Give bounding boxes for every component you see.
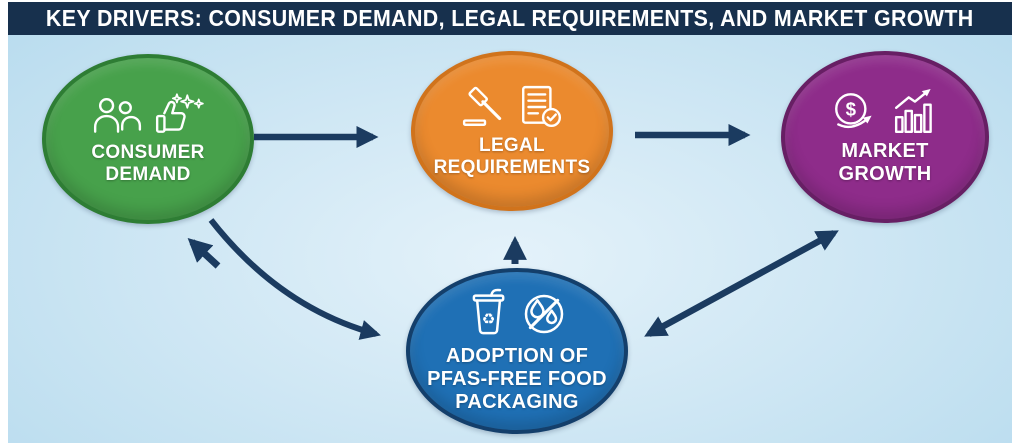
- legal-icons: [461, 84, 563, 130]
- svg-text:♻: ♻: [482, 310, 496, 328]
- arrow-packaging-market-bidirectional: [644, 230, 839, 337]
- cup-recycle-icon: ♻: [472, 289, 505, 335]
- arrow-packaging-to-consumer: [187, 237, 221, 269]
- node-market-growth: $ MARKET GROWTH: [781, 51, 989, 223]
- consumer-icons: [91, 93, 205, 137]
- legal-requirements-label: LEGAL REQUIREMENTS: [433, 134, 591, 178]
- document-check-icon: [522, 85, 562, 127]
- diagram-canvas: KEY DRIVERS: CONSUMER DEMAND, LEGAL REQU…: [8, 2, 1012, 443]
- no-pfas-icon: [524, 295, 564, 334]
- node-legal-requirements: LEGAL REQUIREMENTS: [411, 51, 613, 211]
- market-growth-label: MARKET GROWTH: [838, 139, 932, 185]
- arrow-consumer-to-packaging: [208, 218, 381, 340]
- svg-text:$: $: [846, 98, 857, 119]
- consumer-demand-label: CONSUMER DEMAND: [91, 141, 205, 185]
- node-pfas-free-packaging: ♻ ADOPTION OF PFAS-FREE FOOD PACKAGING: [406, 268, 628, 434]
- packaging-icons: ♻: [466, 288, 568, 340]
- title-bar: KEY DRIVERS: CONSUMER DEMAND, LEGAL REQU…: [8, 2, 1012, 35]
- people-icon: [93, 97, 142, 133]
- growth-chart-icon: [894, 88, 932, 133]
- gavel-icon: [462, 86, 502, 126]
- pfas-free-packaging-label: ADOPTION OF PFAS-FREE FOOD PACKAGING: [427, 345, 607, 413]
- page-title: KEY DRIVERS: CONSUMER DEMAND, LEGAL REQU…: [46, 5, 974, 31]
- node-consumer-demand: CONSUMER DEMAND: [42, 54, 254, 224]
- market-icons: $: [830, 88, 940, 135]
- dollar-coin-icon: $: [835, 92, 872, 128]
- thumbs-up-stars-icon: [155, 93, 204, 133]
